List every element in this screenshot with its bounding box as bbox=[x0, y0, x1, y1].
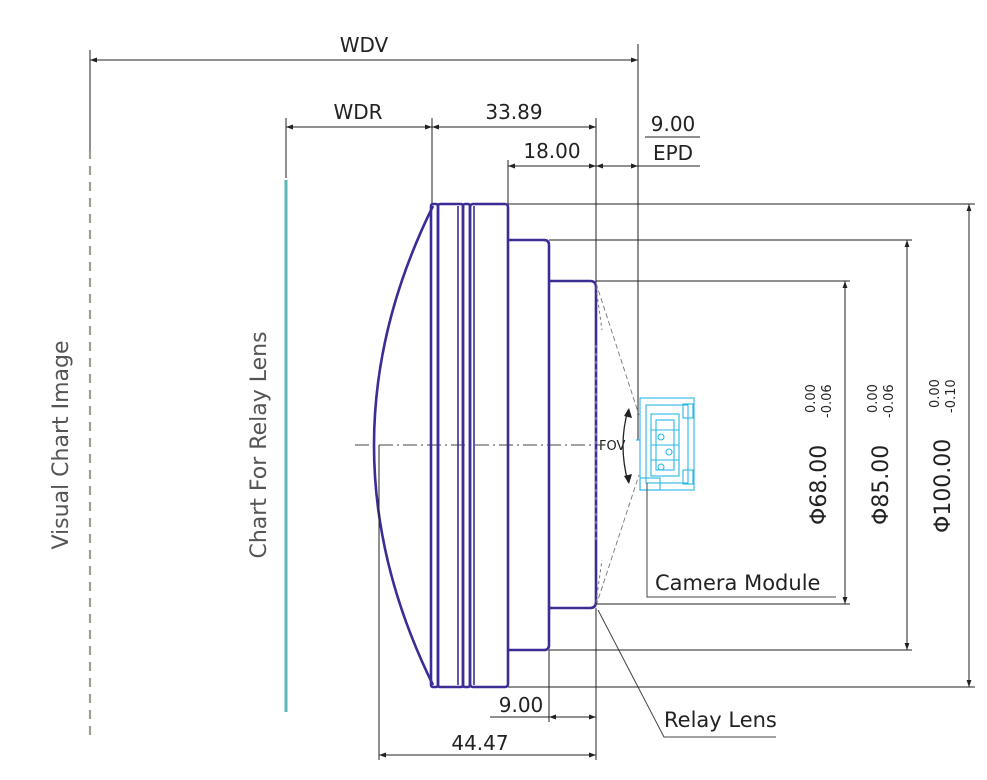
svg-text:Φ85.00: Φ85.00 bbox=[869, 445, 894, 525]
camera-module bbox=[636, 397, 695, 491]
svg-text:-0.06: -0.06 bbox=[882, 384, 897, 418]
svg-text:0.00: 0.00 bbox=[804, 384, 819, 413]
wdr-label: WDR bbox=[333, 100, 382, 124]
svg-text:-0.06: -0.06 bbox=[820, 384, 835, 418]
dia85-label: Φ85.00 0.00 -0.06 bbox=[866, 384, 897, 525]
dim-44-47: 44.47 bbox=[451, 731, 508, 755]
relay-lens-label: Relay Lens bbox=[664, 708, 777, 732]
visual-chart-label: Visual Chart Image bbox=[49, 340, 74, 549]
lens-body bbox=[372, 202, 598, 689]
epd-label: EPD bbox=[653, 141, 693, 165]
svg-text:Φ68.00: Φ68.00 bbox=[807, 445, 832, 525]
epd-value: 9.00 bbox=[651, 112, 696, 136]
svg-text:-0.10: -0.10 bbox=[944, 379, 959, 413]
svg-text:0.00: 0.00 bbox=[928, 379, 943, 408]
dim-33-89: 33.89 bbox=[485, 100, 542, 124]
dim-bottom-9-00: 9.00 bbox=[499, 693, 544, 717]
dim-18-00: 18.00 bbox=[523, 139, 580, 163]
fov-label: FOV bbox=[599, 439, 625, 454]
camera-module-label: Camera Module bbox=[655, 571, 820, 595]
dia68-label: Φ68.00 0.00 -0.06 bbox=[804, 384, 835, 525]
wdv-label: WDV bbox=[340, 33, 389, 57]
relay-chart-label: Chart For Relay Lens bbox=[247, 331, 272, 558]
dia100-label: Φ100.00 0.00 -0.10 bbox=[928, 379, 959, 533]
svg-text:Φ100.00: Φ100.00 bbox=[931, 439, 956, 533]
svg-text:0.00: 0.00 bbox=[866, 384, 881, 413]
